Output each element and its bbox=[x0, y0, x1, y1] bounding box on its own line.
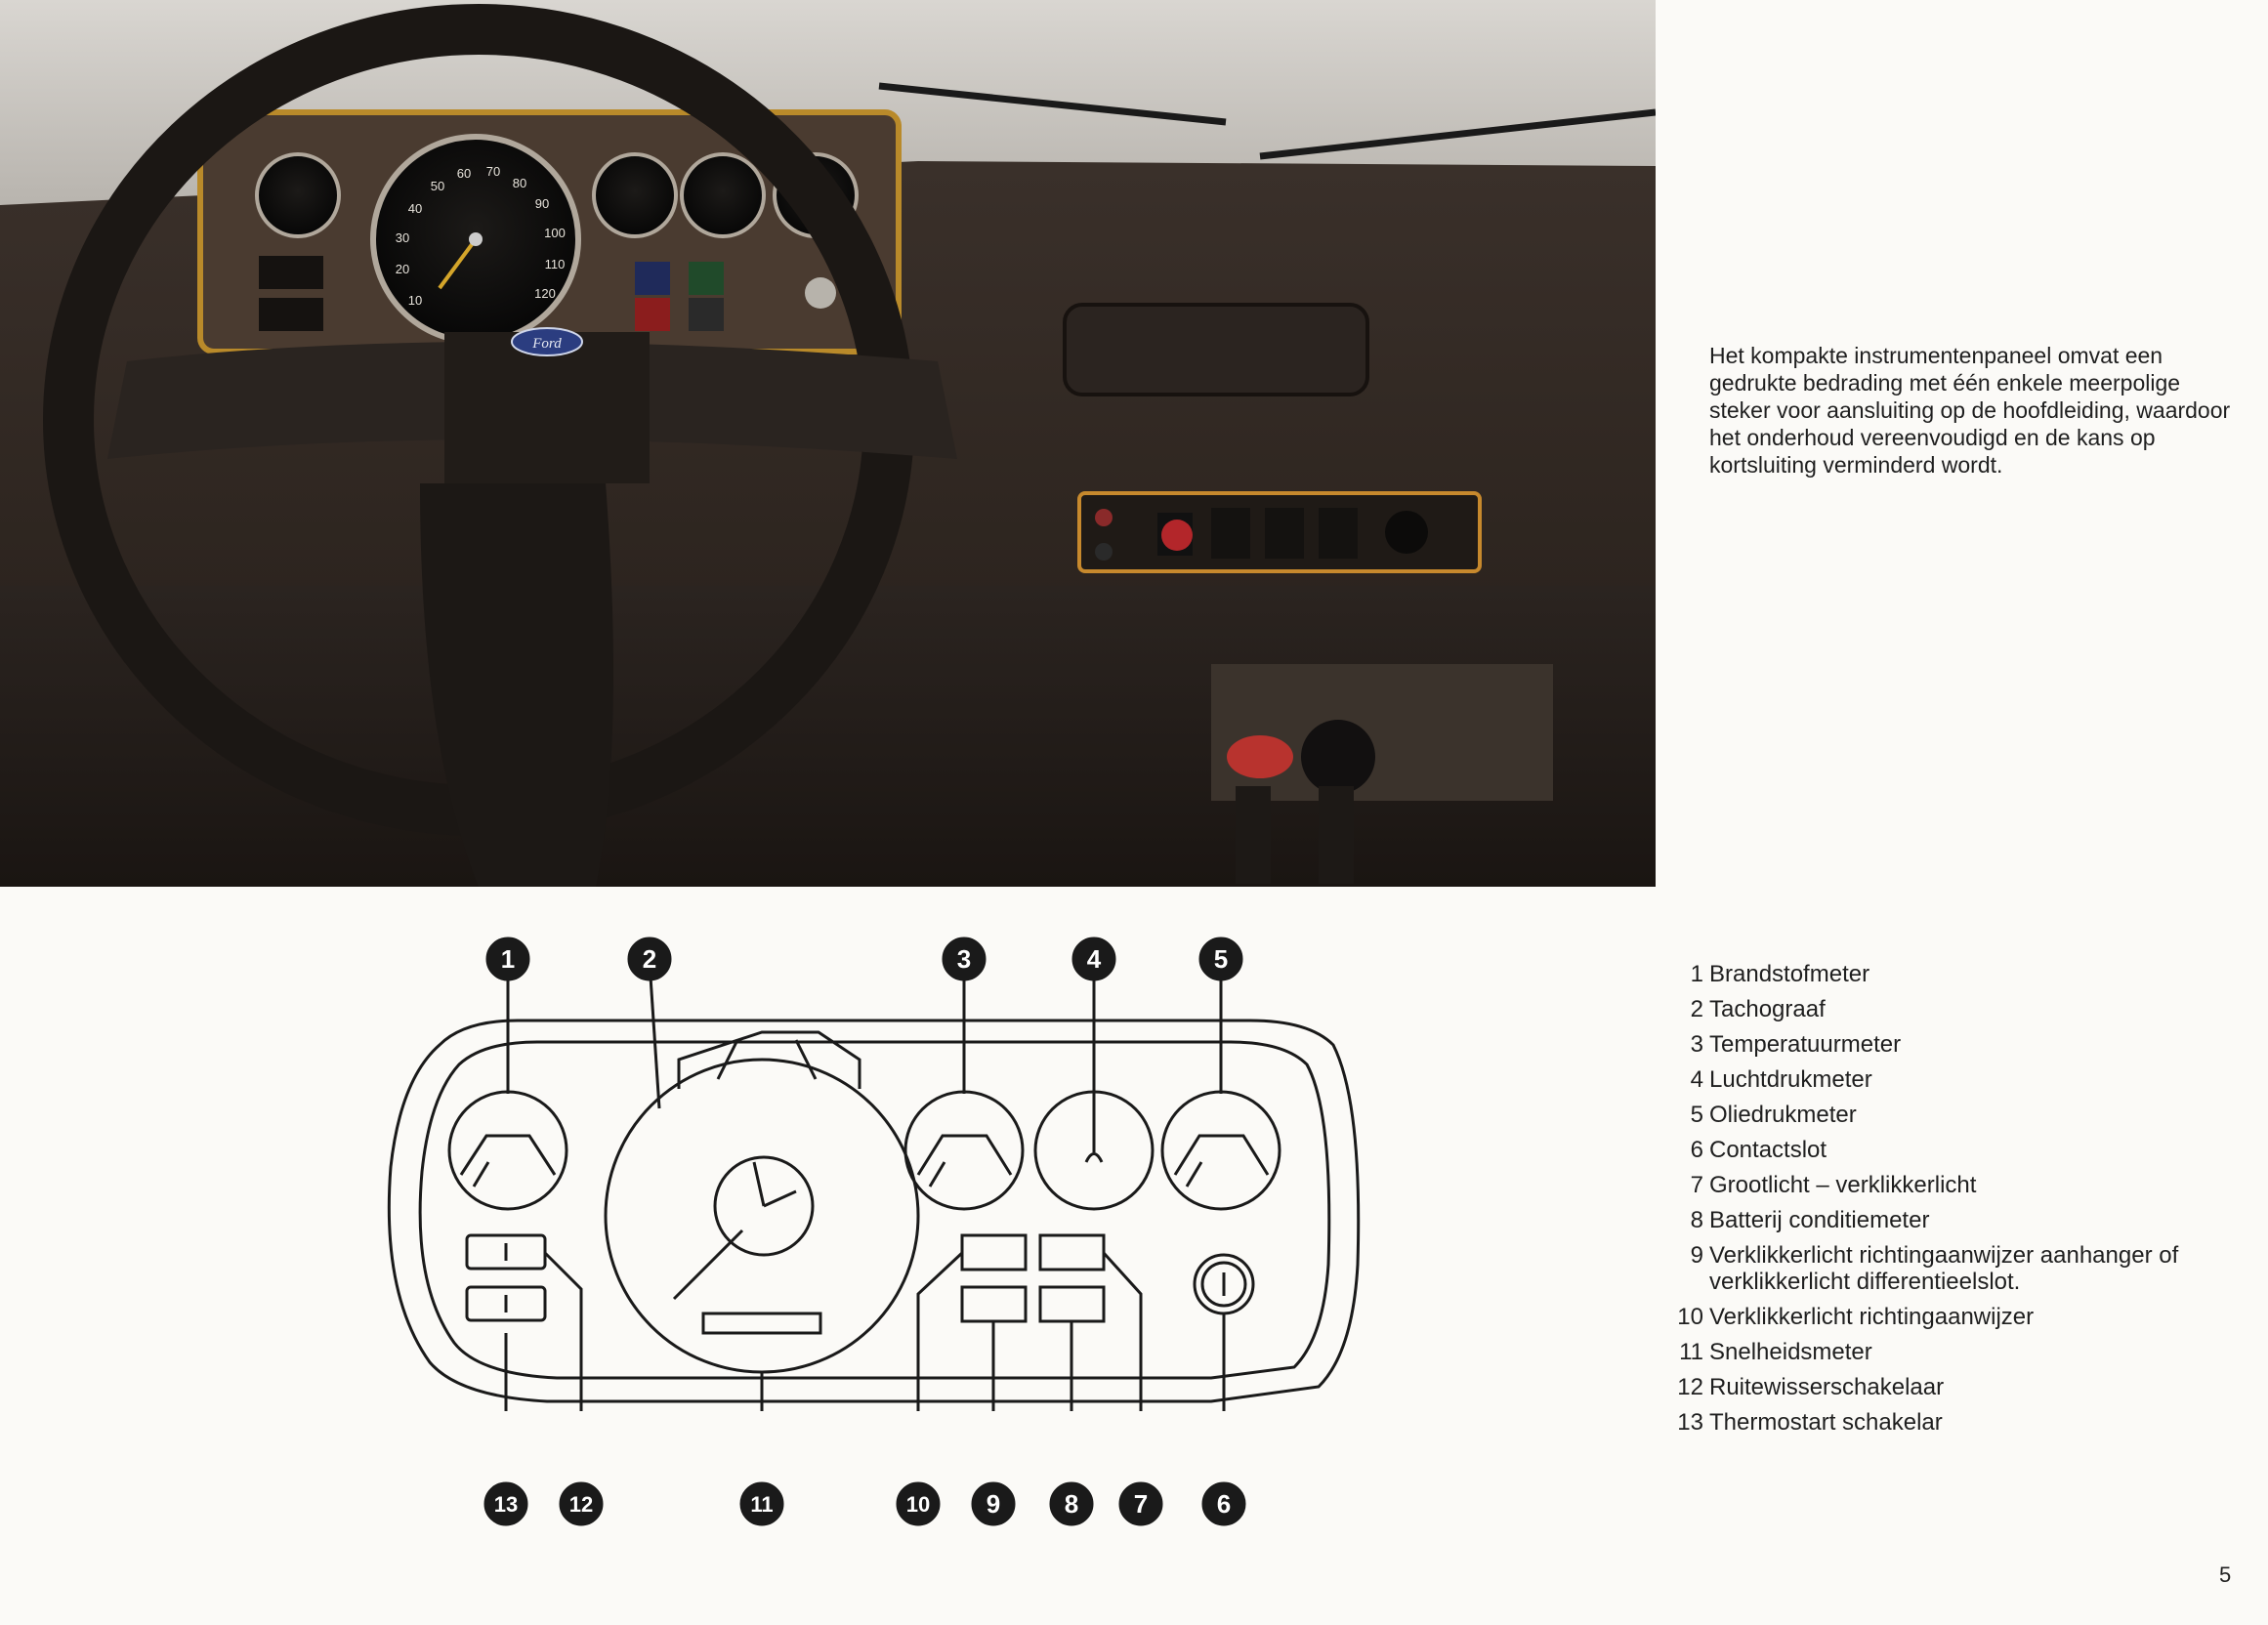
speedometer-tick: 40 bbox=[408, 201, 422, 216]
air-pressure-gauge bbox=[1033, 1089, 1155, 1211]
svg-text:5: 5 bbox=[1214, 944, 1228, 974]
legend-number: 13 bbox=[1677, 1409, 1703, 1436]
speedometer-tick: 50 bbox=[431, 179, 444, 193]
speedometer-tick: 20 bbox=[396, 262, 409, 276]
speedometer-tick: 70 bbox=[486, 164, 500, 179]
legend-label: Luchtdrukmeter bbox=[1709, 1066, 1872, 1093]
speedometer-tick: 10 bbox=[408, 293, 422, 308]
svg-text:9: 9 bbox=[987, 1489, 1000, 1519]
trailer-indicator-lamp bbox=[960, 1285, 1028, 1323]
svg-text:7: 7 bbox=[1134, 1489, 1148, 1519]
legend-label: Ruitewisserschakelaar bbox=[1709, 1374, 1945, 1400]
svg-text:4: 4 bbox=[1087, 944, 1102, 974]
panel-outline bbox=[387, 1019, 1361, 1403]
legend-label: Grootlicht – verklikkerlicht bbox=[1709, 1172, 1977, 1198]
indicator-lamp bbox=[960, 1233, 1028, 1271]
svg-text:12: 12 bbox=[569, 1492, 593, 1517]
legend-label: Verklikkerlicht richtingaanwijzer aanhan… bbox=[1709, 1242, 2179, 1295]
panel-inner-outline bbox=[418, 1040, 1331, 1380]
callout-13: 13 bbox=[483, 1481, 528, 1526]
legend-label: Temperatuurmeter bbox=[1709, 1031, 1902, 1058]
caption-text: Het kompakte instrumentenpaneel omvat ee… bbox=[1709, 343, 2231, 478]
legend-label: Tachograaf bbox=[1709, 996, 1826, 1022]
wiper-switch bbox=[465, 1233, 547, 1271]
speedometer-gauge bbox=[604, 1058, 920, 1374]
legend-number: 5 bbox=[1690, 1102, 1703, 1128]
callout-11: 11 bbox=[739, 1481, 784, 1526]
speedometer-tick: 100 bbox=[544, 226, 566, 240]
legend-number: 4 bbox=[1690, 1066, 1703, 1093]
callout-7: 7 bbox=[1118, 1481, 1163, 1526]
svg-text:8: 8 bbox=[1065, 1489, 1078, 1519]
svg-text:13: 13 bbox=[494, 1492, 518, 1517]
legend-number: 6 bbox=[1690, 1137, 1703, 1163]
legend-number: 8 bbox=[1690, 1207, 1703, 1233]
callout-6: 6 bbox=[1201, 1481, 1246, 1526]
svg-text:11: 11 bbox=[750, 1492, 773, 1517]
page-number: 5 bbox=[2219, 1562, 2232, 1587]
speedometer-tick: 90 bbox=[535, 196, 549, 211]
instrument-panel-diagram: 1 2 3 4 5 6 7 8 9 10 11 12 13 bbox=[352, 923, 1407, 1548]
legend-number: 12 bbox=[1677, 1374, 1703, 1400]
speedometer-tick: 30 bbox=[396, 230, 409, 245]
speedometer-tick: 120 bbox=[534, 286, 556, 301]
callout-2: 2 bbox=[627, 937, 672, 981]
svg-text:10: 10 bbox=[906, 1492, 930, 1517]
fuel-gauge bbox=[447, 1090, 568, 1211]
legend-number: 11 bbox=[1679, 1339, 1703, 1365]
high-beam-lamp bbox=[1038, 1233, 1106, 1271]
callout-8: 8 bbox=[1049, 1481, 1094, 1526]
speedometer-tick: 80 bbox=[513, 176, 526, 190]
legend-label: Batterij conditiemeter bbox=[1709, 1207, 1930, 1233]
legend-label: Thermostart schakelar bbox=[1709, 1409, 1943, 1436]
battery-lamp bbox=[1038, 1285, 1106, 1323]
svg-text:3: 3 bbox=[957, 944, 971, 974]
legend-label: Contactslot bbox=[1709, 1137, 1827, 1163]
thermostart-switch bbox=[465, 1285, 547, 1322]
legend-number: 2 bbox=[1690, 996, 1703, 1022]
legend-label: Brandstofmeter bbox=[1709, 961, 1870, 987]
legend-number: 9 bbox=[1690, 1242, 1703, 1269]
legend-label: Verklikkerlicht richtingaanwijzer bbox=[1709, 1304, 2035, 1330]
callout-12: 12 bbox=[559, 1481, 604, 1526]
temperature-gauge bbox=[903, 1090, 1025, 1211]
speedometer-tick: 110 bbox=[545, 257, 566, 271]
callout-9: 9 bbox=[971, 1481, 1016, 1526]
callout-5: 5 bbox=[1198, 937, 1243, 981]
legend-number: 3 bbox=[1690, 1031, 1703, 1058]
callout-4: 4 bbox=[1071, 937, 1116, 981]
svg-text:6: 6 bbox=[1217, 1489, 1231, 1519]
legend-number: 7 bbox=[1690, 1172, 1703, 1198]
legend-number: 1 bbox=[1690, 961, 1703, 987]
ignition-lock bbox=[1193, 1253, 1255, 1315]
callout-3: 3 bbox=[942, 937, 987, 981]
legend-label: Oliedrukmeter bbox=[1709, 1102, 1857, 1128]
ford-logo: Ford bbox=[531, 336, 562, 352]
svg-text:2: 2 bbox=[643, 944, 656, 974]
callout-10: 10 bbox=[896, 1481, 941, 1526]
oil-pressure-gauge bbox=[1160, 1090, 1281, 1211]
tachograph-housing bbox=[677, 1030, 861, 1089]
dashboard-photo: 10 20 30 40 50 60 70 80 90 100 110 120 F… bbox=[0, 0, 1656, 887]
legend-label: Snelheidsmeter bbox=[1709, 1339, 1872, 1365]
svg-text:1: 1 bbox=[501, 944, 515, 974]
callout-1: 1 bbox=[485, 937, 530, 981]
legend-number: 10 bbox=[1677, 1304, 1703, 1330]
speedometer-tick: 60 bbox=[457, 166, 471, 181]
